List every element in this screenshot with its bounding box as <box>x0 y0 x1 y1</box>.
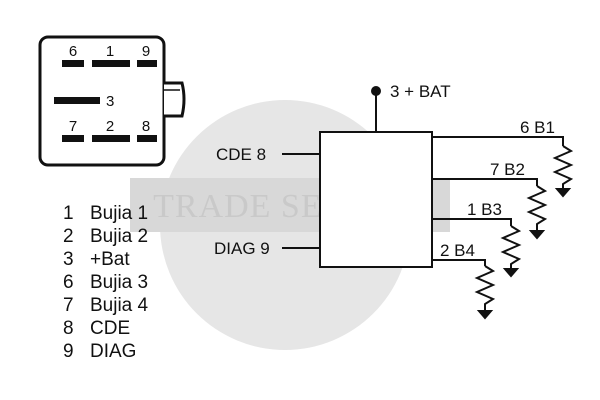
legend-num: 1 <box>63 203 74 224</box>
bat-label: 3 + BAT <box>390 82 451 101</box>
pin-2 <box>92 135 130 142</box>
pin-9 <box>137 60 157 67</box>
b4-resistor <box>474 265 496 310</box>
pin-7 <box>62 135 84 142</box>
b4-ground-arrow <box>476 310 494 320</box>
b2-ground-arrow <box>528 230 546 240</box>
pin-label-1: 1 <box>106 43 114 60</box>
b1-ground-arrow <box>554 188 572 198</box>
pin-label-6: 6 <box>69 43 77 60</box>
pin-legend: 1 Bujia 1 2 Bujia 2 3 +Bat 6 Bujia 3 7 B… <box>63 203 149 362</box>
connector-latch <box>164 81 186 118</box>
legend-text: DIAG <box>90 341 136 362</box>
legend-num: 9 <box>63 341 74 362</box>
legend-num: 2 <box>63 226 74 247</box>
b1-wire <box>432 136 564 146</box>
b3-ground-arrow <box>502 268 520 278</box>
legend-text: Bujia 4 <box>90 295 149 316</box>
legend-text: Bujia 2 <box>90 226 148 247</box>
schematic <box>282 86 574 320</box>
b3-resistor <box>500 225 522 268</box>
b3-wire <box>432 218 512 226</box>
pin-label-9: 9 <box>142 43 150 60</box>
pin-6 <box>62 60 84 67</box>
pin-label-8: 8 <box>142 118 150 135</box>
legend-num: 7 <box>63 295 74 316</box>
bat-terminal-dot <box>371 86 381 96</box>
legend-num: 3 <box>63 249 74 270</box>
legend-text: +Bat <box>90 249 130 270</box>
output-label-b2: 7 B2 <box>490 160 525 179</box>
b2-wire <box>432 178 538 186</box>
output-label-b3: 1 B3 <box>467 200 502 219</box>
output-label-b1: 6 B1 <box>520 118 555 137</box>
pin-3 <box>54 97 100 104</box>
diag-label: DIAG 9 <box>214 239 270 258</box>
b4-wire <box>432 259 486 266</box>
legend-num: 8 <box>63 318 74 339</box>
pin-1 <box>92 60 130 67</box>
legend-text: Bujia 1 <box>90 203 148 224</box>
pin-label-3: 3 <box>106 93 114 110</box>
pin-8 <box>137 135 157 142</box>
connector: 6 1 9 3 7 2 8 <box>38 35 186 167</box>
b1-resistor <box>552 145 574 188</box>
legend-text: CDE <box>90 318 130 339</box>
legend-num: 6 <box>63 272 74 293</box>
pin-label-2: 2 <box>106 118 114 135</box>
b2-resistor <box>526 185 548 230</box>
module-box <box>319 131 433 268</box>
legend-text: Bujia 3 <box>90 272 148 293</box>
pin-label-7: 7 <box>69 118 77 135</box>
output-label-b4: 2 B4 <box>440 241 475 260</box>
cde-label: CDE 8 <box>216 145 266 164</box>
